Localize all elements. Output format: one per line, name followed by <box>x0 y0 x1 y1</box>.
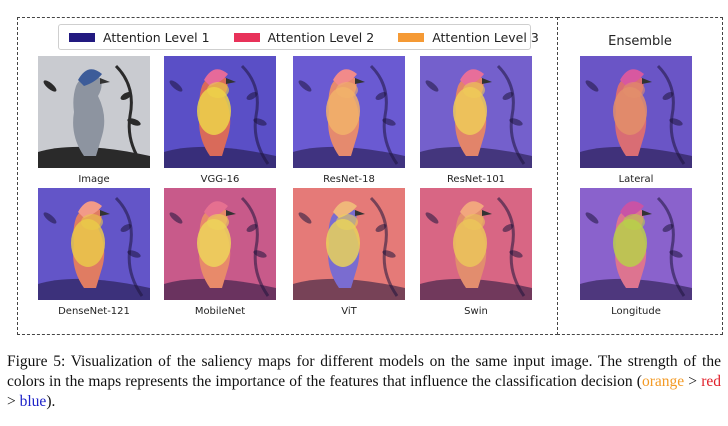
caption-orange-word: orange <box>641 373 685 390</box>
caption-blue-word: blue <box>19 393 47 410</box>
saliency-map-image <box>293 56 405 168</box>
figure-caption: Figure 5: Visualization of the saliency … <box>7 352 721 412</box>
caption-gt-symbol: > <box>7 393 20 410</box>
saliency-panel-vit <box>293 188 405 300</box>
saliency-map-image <box>164 56 276 168</box>
saliency-panel-swin <box>420 188 532 300</box>
saliency-map-image <box>38 188 150 300</box>
panel-label: VGG-16 <box>200 174 240 185</box>
legend-label: Attention Level 1 <box>103 29 210 45</box>
saliency-panel-vgg-16 <box>164 56 276 168</box>
saliency-map-image <box>580 56 692 168</box>
panel-label: Image <box>78 174 110 185</box>
caption-gt-symbol: > <box>684 373 702 390</box>
legend-label: Attention Level 3 <box>432 29 539 45</box>
caption-red-word: red <box>701 373 721 390</box>
legend-label: Attention Level 2 <box>267 29 375 45</box>
saliency-map-image <box>580 188 692 300</box>
saliency-map-image <box>420 188 532 300</box>
saliency-panel-densenet-121 <box>38 188 150 300</box>
panel-label: Longitude <box>611 306 661 317</box>
saliency-map-image <box>420 56 532 168</box>
panel-label: Swin <box>464 306 488 317</box>
saliency-panel-image <box>38 56 150 168</box>
caption-text-end: ). <box>46 393 56 410</box>
saliency-map-image <box>293 188 405 300</box>
saliency-panel-resnet-18 <box>293 56 405 168</box>
ensemble-dashed-frame <box>557 17 723 335</box>
panel-label: MobileNet <box>194 306 246 317</box>
panel-label: ViT <box>341 306 357 317</box>
panel-label: DenseNet-121 <box>58 306 130 317</box>
legend: Attention Level 1 Attention Level 2 Atte… <box>58 24 539 50</box>
legend-swatch <box>69 32 95 42</box>
saliency-map-image <box>164 188 276 300</box>
saliency-panel-longitude <box>580 188 692 300</box>
legend-item-level-1: Attention Level 1 <box>69 30 210 45</box>
saliency-map-image <box>38 56 150 168</box>
saliency-panel-resnet-101 <box>420 56 532 168</box>
saliency-panel-lateral <box>580 56 692 168</box>
caption-text: Figure 5: Visualization of the saliency … <box>7 353 721 390</box>
saliency-panel-mobilenet <box>164 188 276 300</box>
panel-label: Lateral <box>618 174 654 185</box>
panel-label: ResNet-101 <box>446 174 506 185</box>
legend-item-level-3: Attention Level 3 <box>398 30 539 45</box>
legend-item-level-2: Attention Level 2 <box>233 29 375 45</box>
ensemble-title: Ensemble <box>608 34 672 49</box>
legend-swatch <box>398 32 425 42</box>
panel-label: ResNet-18 <box>323 174 375 185</box>
legend-swatch <box>233 32 260 42</box>
